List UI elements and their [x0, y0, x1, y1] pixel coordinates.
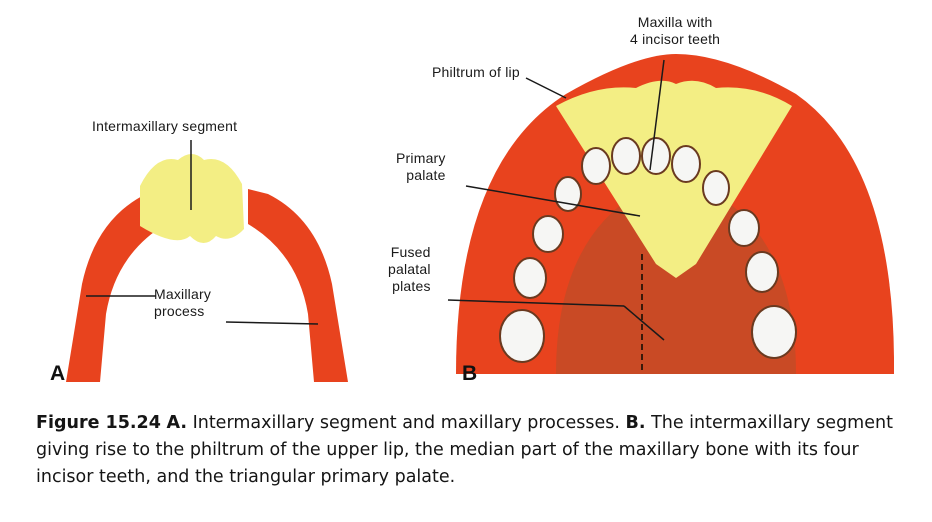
label-philtrum: Philtrum of lip [432, 64, 520, 81]
molar-tooth [752, 306, 796, 358]
intermaxillary-segment-shape [140, 154, 244, 243]
incisor-tooth [582, 148, 610, 184]
panel-a-letter: A [50, 362, 65, 386]
maxillary-process-arch-right [248, 189, 348, 382]
figure-caption: Figure 15.24 A. Intermaxillary segment a… [36, 410, 896, 491]
canine-tooth [703, 171, 729, 205]
panel-b-letter: B [462, 362, 477, 386]
label-primary-palate: Primary palate [396, 150, 446, 184]
premolar-tooth [746, 252, 778, 292]
figure-panel: Intermaxillary segment Maxillary process… [36, 14, 894, 386]
incisor-tooth [642, 138, 670, 174]
maxillary-process-pointer-right [226, 322, 318, 324]
incisor-tooth [612, 138, 640, 174]
molar-tooth [500, 310, 544, 362]
caption-part-b-label: B. [626, 413, 646, 433]
caption-part-a-label: A. [166, 413, 187, 433]
label-fused-palatal-plates: Fused palatal plates [388, 244, 431, 295]
premolar-tooth [533, 216, 563, 252]
label-maxilla-incisor-teeth: Maxilla with 4 incisor teeth [630, 14, 720, 48]
label-maxillary-process: Maxillary process [154, 286, 211, 320]
premolar-tooth [514, 258, 546, 298]
premolar-tooth [729, 210, 759, 246]
label-intermaxillary-segment: Intermaxillary segment [92, 118, 237, 135]
caption-part-a-text: Intermaxillary segment and maxillary pro… [187, 413, 626, 433]
incisor-tooth [672, 146, 700, 182]
caption-figure-number: Figure 15.24 [36, 413, 161, 433]
philtrum-pointer [526, 78, 566, 98]
